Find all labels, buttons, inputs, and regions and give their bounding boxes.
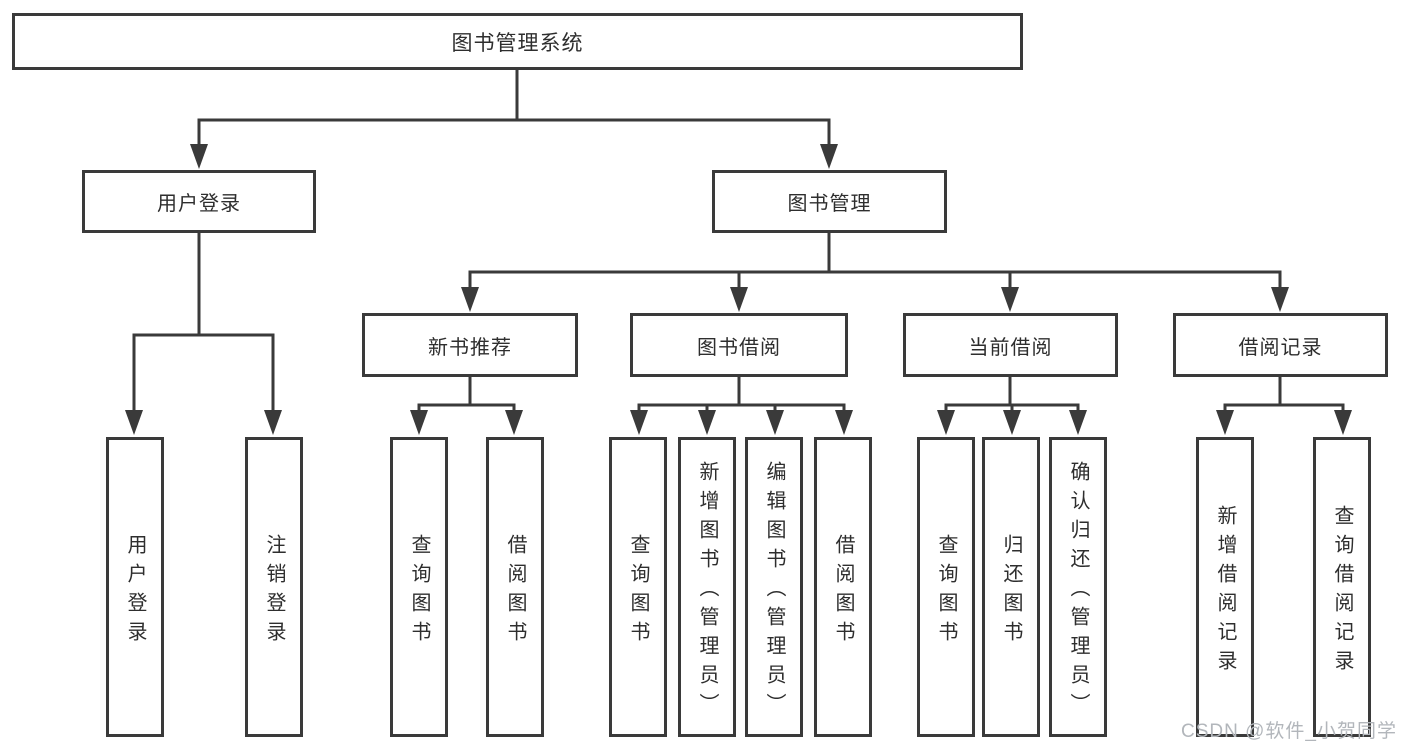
node-new-book-recommend: 新书推荐 <box>362 313 578 377</box>
node-current-borrow: 当前借阅 <box>903 313 1118 377</box>
csdn-watermark: CSDN @软件_小贺同学 <box>1181 721 1397 742</box>
leaf-borrow-query-books: 查询图书 <box>609 437 667 737</box>
leaf-borrow-add-books-admin: 新增图书（管理员） <box>678 437 736 737</box>
leaf-current-confirm-return-admin: 确认归还（管理员） <box>1049 437 1107 737</box>
node-book-borrow: 图书借阅 <box>630 313 848 377</box>
leaf-user-login: 用户登录 <box>106 437 164 737</box>
leaf-current-query-books: 查询图书 <box>917 437 975 737</box>
leaf-newbook-query-books: 查询图书 <box>390 437 448 737</box>
leaf-borrow-borrow-books: 借阅图书 <box>814 437 872 737</box>
node-library-management-system: 图书管理系统 <box>12 13 1023 70</box>
leaf-logout: 注销登录 <box>245 437 303 737</box>
leaf-current-return-books: 归还图书 <box>982 437 1040 737</box>
node-user-login: 用户登录 <box>82 170 316 233</box>
leaf-borrow-edit-books-admin: 编辑图书（管理员） <box>745 437 803 737</box>
leaf-newbook-borrow-books: 借阅图书 <box>486 437 544 737</box>
node-book-management: 图书管理 <box>712 170 947 233</box>
leaf-records-query-record: 查询借阅记录 <box>1313 437 1371 737</box>
node-borrow-records: 借阅记录 <box>1173 313 1388 377</box>
leaf-records-add-record: 新增借阅记录 <box>1196 437 1254 737</box>
